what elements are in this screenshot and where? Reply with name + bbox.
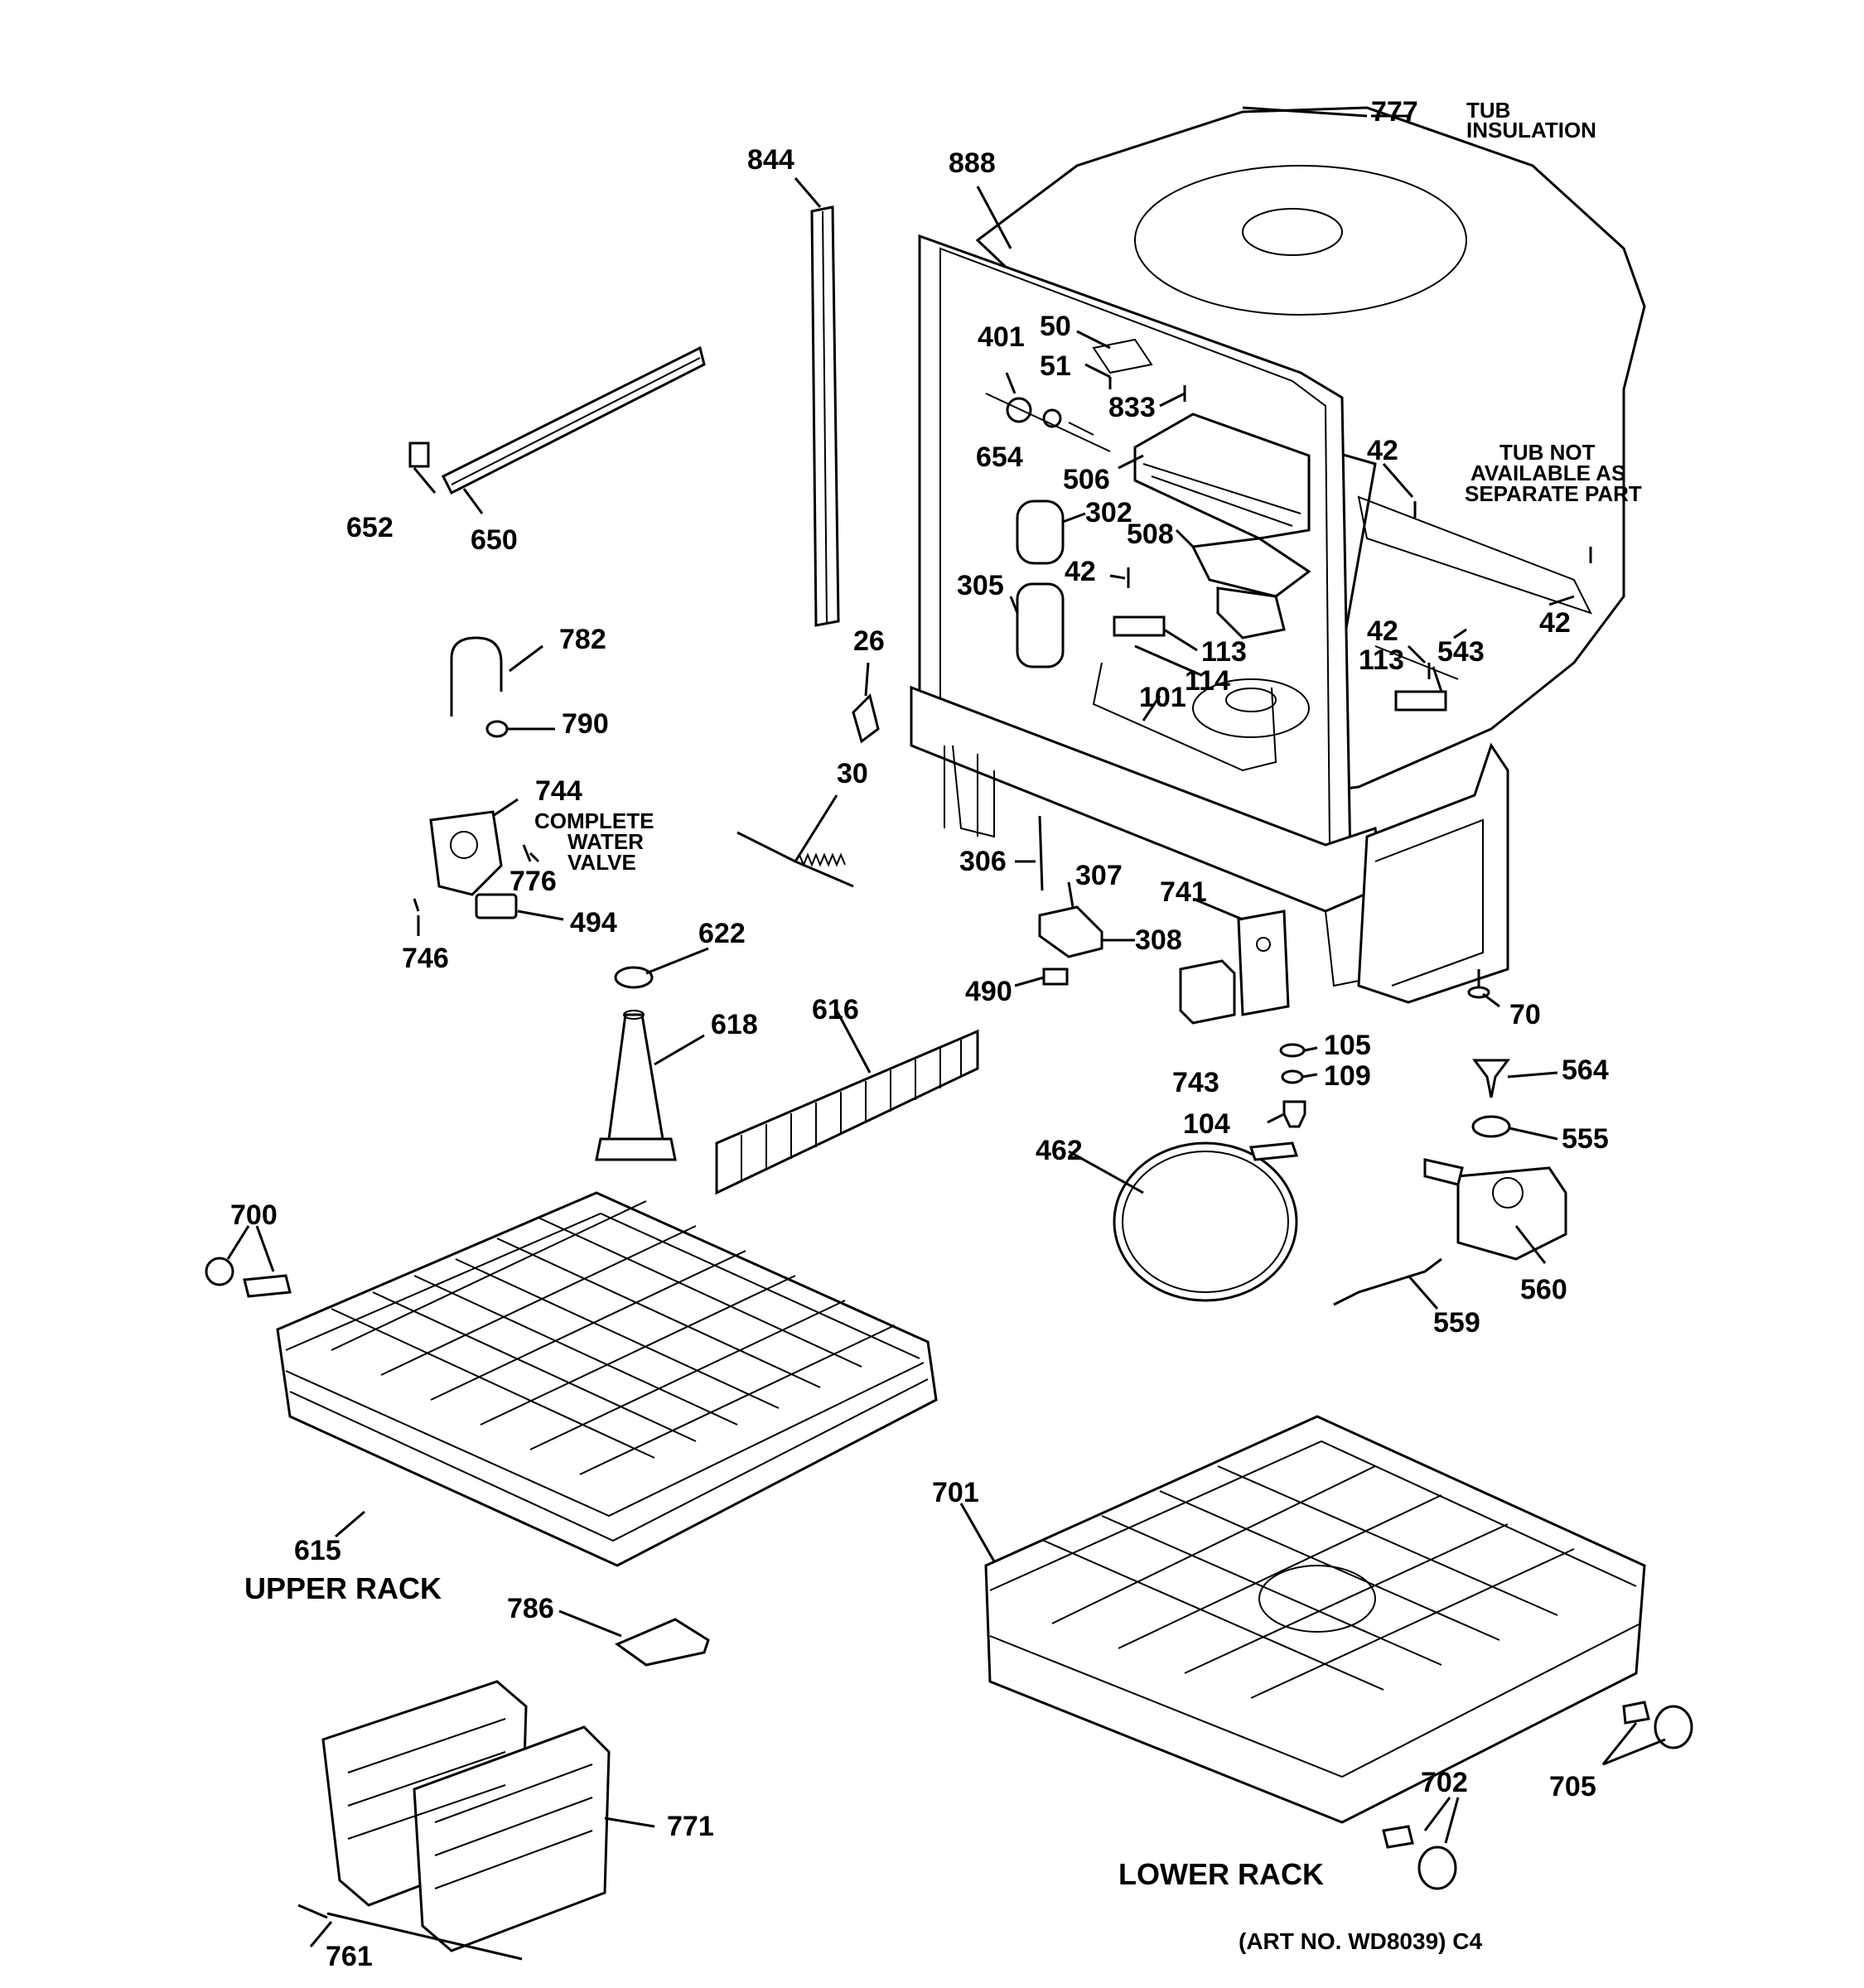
label-888: 888 (949, 147, 996, 179)
label-490: 490 (965, 976, 1012, 1007)
label-101: 101 (1139, 682, 1186, 713)
label-702: 702 (1421, 1767, 1468, 1798)
label-616: 616 (812, 994, 859, 1025)
label-786: 786 (507, 1593, 554, 1624)
lower-rack (984, 1415, 1693, 1890)
upper-rack (205, 1191, 938, 1567)
leader-lines (226, 106, 1666, 1961)
label-705: 705 (1549, 1771, 1596, 1802)
label-308: 308 (1135, 924, 1182, 956)
label-26: 26 (853, 625, 885, 657)
tub-insulation-note-2: INSULATION (1466, 118, 1596, 142)
label-105: 105 (1324, 1030, 1371, 1061)
water-valve-note-3: VALVE (567, 850, 636, 875)
label-401: 401 (978, 321, 1025, 353)
label-30: 30 (837, 758, 868, 789)
label-508: 508 (1127, 519, 1174, 550)
label-844: 844 (747, 144, 794, 176)
label-42-a: 42 (1065, 556, 1096, 587)
water-valve-note-2: WATER (567, 829, 644, 854)
label-771: 771 (667, 1811, 714, 1842)
label-564: 564 (1562, 1054, 1609, 1086)
label-790: 790 (562, 708, 609, 740)
label-744: 744 (535, 775, 582, 807)
label-654: 654 (976, 442, 1023, 473)
label-109: 109 (1324, 1060, 1371, 1092)
seal-and-gasket-parts (408, 205, 880, 919)
tub-not-note-2: AVAILABLE AS (1470, 461, 1626, 485)
label-761: 761 (326, 1941, 373, 1972)
label-462: 462 (1036, 1135, 1083, 1166)
tub-insulation-note-1: TUB (1466, 98, 1511, 123)
label-559: 559 (1433, 1307, 1480, 1339)
label-833: 833 (1108, 392, 1156, 423)
label-615: 615 (294, 1535, 341, 1566)
tub-not-note-1: TUB NOT (1499, 440, 1596, 465)
label-306: 306 (959, 846, 1007, 877)
label-741: 741 (1160, 876, 1207, 908)
label-51: 51 (1040, 350, 1071, 382)
tub-not-note-3: SEPARATE PART (1465, 481, 1642, 506)
label-494: 494 (570, 907, 617, 939)
label-302: 302 (1085, 497, 1132, 528)
label-543: 543 (1437, 636, 1485, 668)
label-650: 650 (471, 524, 518, 556)
label-506: 506 (1063, 464, 1110, 495)
label-114: 114 (1185, 665, 1230, 697)
water-valve-note-1: COMPLETE (534, 808, 654, 833)
label-700: 700 (230, 1199, 278, 1231)
label-113-a: 113 (1201, 636, 1247, 668)
label-701: 701 (932, 1477, 979, 1508)
label-622: 622 (698, 918, 746, 949)
label-777: 777 (1371, 96, 1418, 128)
label-560: 560 (1520, 1274, 1567, 1305)
lower-rack-title: LOWER RACK (1118, 1857, 1324, 1891)
label-652: 652 (346, 512, 394, 543)
label-618: 618 (711, 1009, 758, 1040)
label-746: 746 (402, 943, 449, 974)
label-782: 782 (559, 624, 606, 655)
art-number: (ART NO. WD8039) C4 (1239, 1928, 1483, 1954)
label-50: 50 (1040, 311, 1071, 342)
label-113-b: 113 (1359, 644, 1404, 676)
center-parts (595, 815, 1567, 1306)
tub-assembly (910, 106, 1646, 1004)
upper-rack-title: UPPER RACK (244, 1571, 442, 1605)
label-305: 305 (957, 570, 1004, 601)
label-70: 70 (1509, 999, 1541, 1030)
label-104: 104 (1183, 1108, 1230, 1140)
label-42-c: 42 (1539, 607, 1571, 639)
label-555: 555 (1562, 1123, 1609, 1155)
label-42-b: 42 (1367, 435, 1398, 466)
label-42-d: 42 (1367, 615, 1398, 647)
label-776: 776 (509, 866, 557, 897)
label-743: 743 (1172, 1067, 1219, 1098)
basket-parts (321, 1618, 710, 1952)
label-307: 307 (1075, 860, 1123, 891)
